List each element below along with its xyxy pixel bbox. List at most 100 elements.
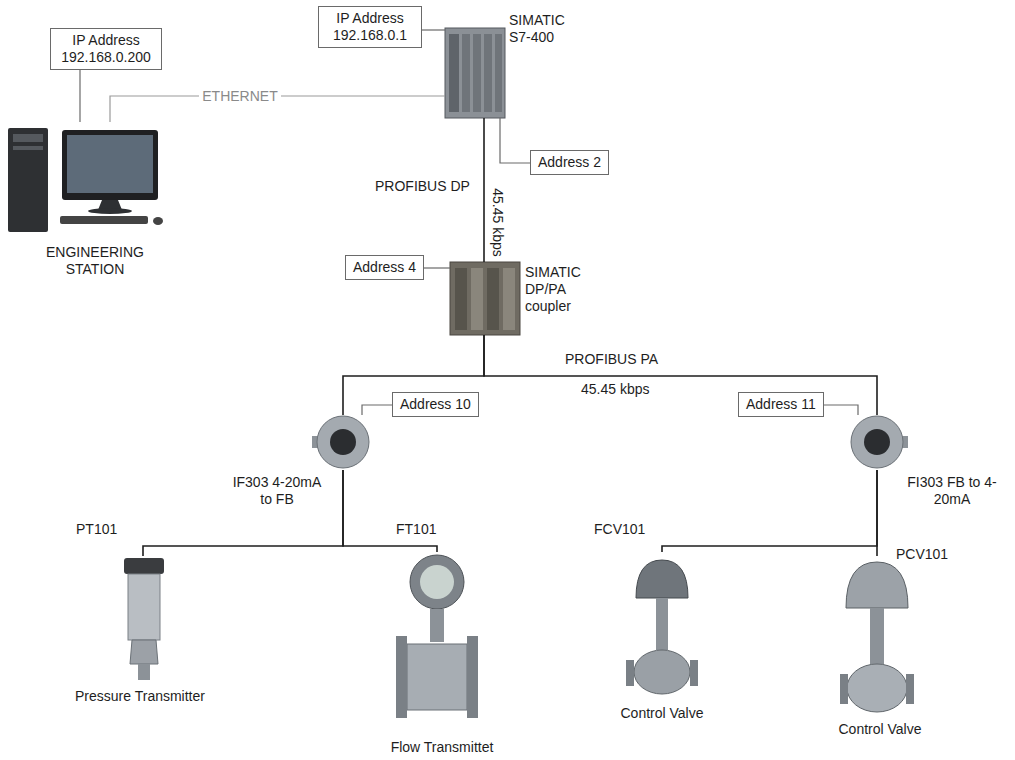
coupler-picture-part [471, 268, 483, 330]
address-callout: Address 11 [738, 392, 824, 417]
control-valve-picture-part [870, 608, 884, 664]
bus-connector [343, 335, 484, 415]
callout-text: Address 11 [746, 396, 816, 413]
control-valve-picture [840, 562, 914, 712]
control-valve: PCV101Control Valve [838, 556, 916, 716]
plc-rack-picture-part [473, 34, 481, 112]
pressure-transmitter-picture-part [128, 574, 160, 640]
device-caption: Pressure Transmitter [50, 688, 230, 705]
device-label: SIMATIC DP/PA coupler [525, 264, 591, 315]
flow-transmitter-picture-part [467, 636, 478, 718]
dp-pa-coupler: SIMATIC DP/PA coupler [450, 262, 520, 335]
device-label: SIMATIC S7-400 [509, 12, 581, 46]
engineering-station-picture-part [67, 135, 153, 193]
ip-callout: IP Address 192.168.0.200 [50, 28, 162, 70]
control-valve-picture-part [840, 674, 848, 704]
engineering-station-picture-part [62, 130, 158, 200]
flow-transmitter-picture-part [410, 555, 464, 609]
control-valve-picture-part [636, 560, 688, 598]
device-label: ENGINEERING STATION [30, 244, 160, 278]
converter-housing-picture-part [864, 429, 890, 455]
converter-housing-picture [851, 416, 908, 468]
control-valve-picture-part [634, 650, 690, 694]
coupler-picture-part [487, 268, 499, 330]
converter-housing-picture [312, 416, 369, 468]
callout-text: IP Address 192.168.0.200 [58, 32, 154, 66]
coupler-picture-part [455, 268, 467, 330]
engineering-station-picture [8, 128, 163, 232]
converter-housing-picture-part [851, 416, 903, 468]
bus-connector [483, 118, 485, 262]
engineering-station-picture-part [13, 134, 43, 142]
plc-s7-400: SIMATIC S7-400 [445, 28, 505, 118]
engineering-station-picture-part [60, 216, 148, 224]
coupler-picture [450, 262, 520, 335]
bus-connector [143, 470, 343, 556]
converter-housing-picture-part [317, 416, 369, 468]
engineering-station-picture-part [88, 208, 132, 214]
callout-text: Address 10 [400, 396, 471, 413]
callout-text: Address 2 [538, 154, 601, 171]
bus-name: PROFIBUS PA [562, 351, 661, 368]
control-valve-picture-part [906, 674, 914, 704]
leader-connector [79, 70, 80, 122]
address-callout: Address 4 [345, 255, 424, 280]
pressure-transmitter-picture [124, 558, 164, 680]
leader-connector [422, 29, 445, 30]
control-valve-picture [626, 560, 698, 694]
engineering-station: ENGINEERING STATION [5, 122, 165, 240]
bus-speed: 45.45 kbps [489, 185, 506, 260]
device-label: PT101 [76, 521, 136, 538]
flow-transmitter-picture [396, 555, 478, 718]
pressure-transmitter-picture-part [124, 558, 164, 574]
control-valve-picture-part [846, 562, 908, 608]
callout-text: IP Address 192.168.0.1 [326, 10, 414, 44]
flow-transmitter-picture-part [430, 609, 444, 642]
flow-transmitter: FT101Flow Transmittet [392, 552, 482, 736]
engineering-station-picture-part [8, 128, 48, 232]
flow-transmitter-picture-part [420, 565, 454, 599]
plc-rack-picture-part [484, 34, 492, 112]
engineering-station-picture-part [153, 217, 163, 225]
leader-connector [362, 405, 392, 415]
leader-connector [500, 118, 530, 163]
bus-connector [662, 470, 877, 552]
ip-callout: IP Address 192.168.0.1 [318, 6, 422, 48]
device-label: FI303 FB to 4-20mA [900, 474, 1004, 508]
flow-transmitter-picture-part [407, 644, 467, 710]
engineering-station-picture-part [13, 146, 43, 150]
plc-rack-picture-part [445, 28, 505, 118]
device-label: IF303 4-20mA to FB [226, 474, 328, 508]
control-valve-picture-part [626, 660, 634, 686]
device-caption: Control Valve [600, 705, 724, 722]
if303-converter: IF303 4-20mA to FB [310, 415, 376, 470]
pressure-transmitter-picture-part [138, 664, 150, 680]
plc-rack-picture-part [462, 34, 470, 112]
leader-connector [424, 267, 450, 268]
control-valve-picture-part [847, 664, 907, 712]
leader-connector [824, 405, 858, 415]
control-valve-picture-part [656, 598, 668, 650]
plc-rack-picture-part [449, 34, 459, 112]
coupler-picture-part [450, 262, 520, 335]
device-label: FCV101 [594, 521, 660, 538]
bus-speed: 45.45 kbps [578, 381, 653, 398]
control-valve-picture-part [690, 660, 698, 686]
flow-transmitter-picture-part [396, 636, 407, 718]
control-valve: FCV101Control Valve [622, 552, 702, 702]
callout-text: Address 4 [353, 259, 416, 276]
bus-name: PROFIBUS DP [372, 178, 473, 195]
plc-rack-picture [445, 28, 505, 118]
fi303-converter: FI303 FB to 4-20mA [844, 415, 910, 470]
bus-connector [343, 470, 437, 552]
coupler-picture-part [503, 268, 515, 330]
converter-housing-picture-part [330, 429, 356, 455]
pressure-transmitter-picture-part [130, 640, 158, 664]
device-label: PCV101 [896, 546, 976, 563]
plc-rack-picture-part [495, 34, 502, 112]
address-callout: Address 2 [530, 150, 609, 175]
address-callout: Address 10 [392, 392, 479, 417]
